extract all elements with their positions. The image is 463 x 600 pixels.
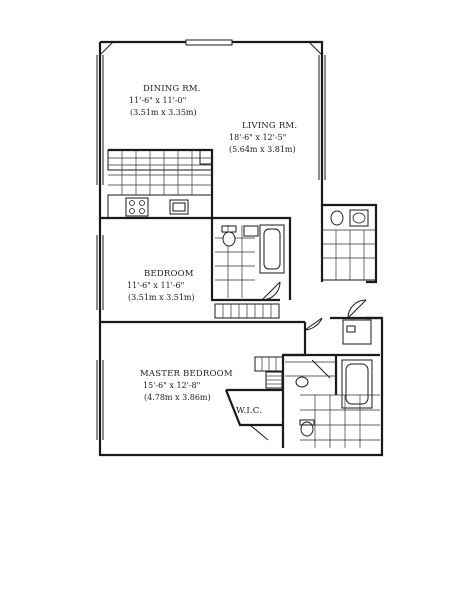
bedroom-dim-imperial: 11'-6" x 11'-6" (127, 281, 184, 290)
master-bedroom-dim-imperial: 15'-6" x 12'-8" (143, 381, 200, 390)
doors (249, 281, 367, 441)
walk-in-closet-label: W.I.C. (236, 406, 262, 416)
label-master-bedroom: MASTER BEDROOM 15'-6" x 12'-8" (4.78m x … (140, 369, 233, 402)
sink-icon (349, 209, 369, 227)
dining-room-dim-imperial: 11'-6" x 11'-0" (129, 96, 186, 105)
bathroom-1 (215, 224, 285, 298)
label-living: LIVING RM. 18'-6" x 12'-5" (5.64m x 3.81… (229, 121, 297, 154)
closet-shelving (214, 303, 284, 389)
kitchen-tile-floor (108, 150, 212, 195)
bathroom-2-tile-floor (322, 229, 376, 280)
stove-icon (125, 197, 149, 217)
toilet-icon (330, 210, 344, 226)
master-bedroom-name: MASTER BEDROOM (140, 369, 233, 379)
vanity-sink-icon (295, 376, 309, 388)
bathtub-icon (259, 224, 285, 274)
vanity-sink-icon (243, 225, 259, 237)
bathtub-icon (341, 359, 373, 409)
refrigerator-icon (199, 149, 213, 165)
utility-closet (342, 319, 372, 345)
master-bedroom-dim-metric: (4.78m x 3.86m) (144, 393, 211, 402)
kitchen (107, 149, 213, 219)
toilet-icon (299, 419, 315, 437)
toilet-icon (221, 225, 237, 247)
living-room-name: LIVING RM. (242, 121, 297, 131)
sink-icon (169, 199, 189, 215)
label-dining: DINING RM. 11'-6" x 11'-0" (3.51m x 3.35… (129, 84, 201, 117)
master-bathroom-tile-floor (285, 361, 380, 448)
master-bathroom (285, 359, 380, 448)
bedroom-name: BEDROOM (144, 269, 194, 279)
dining-room-dim-metric: (3.51m x 3.35m) (130, 108, 197, 117)
living-room-dim-metric: (5.64m x 3.81m) (229, 145, 296, 154)
bathroom-2 (321, 204, 377, 281)
label-bedroom: BEDROOM 11'-6" x 11'-6" (3.51m x 3.51m) (127, 269, 195, 302)
living-room-dim-imperial: 18'-6" x 12'-5" (229, 133, 286, 142)
bedroom-dim-metric: (3.51m x 3.51m) (128, 293, 195, 302)
dining-room-name: DINING RM. (143, 84, 201, 94)
